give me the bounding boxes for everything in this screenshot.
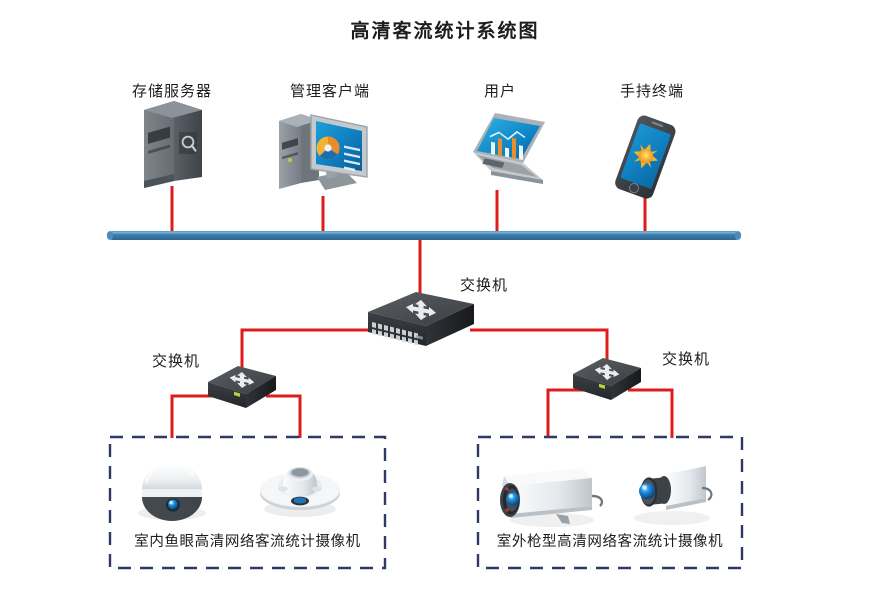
switch-label-right: 交换机: [662, 352, 711, 368]
node-label-storage-server: 存储服务器: [131, 84, 212, 100]
laptop-icon: [473, 113, 545, 184]
node-label-management-client: 管理客户端: [289, 84, 370, 100]
zone-label-indoor-fisheye: 室内鱼眼高清网络客流统计摄像机: [134, 534, 361, 550]
server-tower-icon: [144, 101, 202, 188]
outdoor-bullet-zone-box: [476, 435, 744, 570]
dome-camera-icon: [138, 463, 206, 521]
link-left-switch-to-fisheye: [266, 394, 302, 438]
link-right-switch-to-bullet: [546, 388, 588, 438]
smartphone-icon: [615, 115, 676, 199]
page-title: 高清客流统计系统图: [350, 21, 540, 42]
link-right-switch-to-box: [628, 388, 674, 438]
fisheye-camera-icon: [260, 467, 340, 517]
node-label-handheld-terminal: 手持终端: [619, 84, 684, 100]
network-backbone-bus: [106, 231, 742, 240]
network-switch-icon-core: [368, 292, 474, 346]
network-switch-icon-right: [573, 358, 641, 400]
link-core-to-right-switch: [470, 328, 609, 362]
link-core-to-left-switch: [240, 328, 372, 368]
bullet-camera-icon: [500, 468, 604, 527]
link-left-switch-to-dome: [170, 394, 224, 438]
sun-icon: [633, 143, 658, 169]
zone-label-outdoor-bullet: 室外枪型高清网络客流统计摄像机: [496, 534, 724, 550]
box-camera-icon: [634, 462, 713, 525]
link-lines: [170, 186, 674, 438]
node-label-user: 用户: [483, 84, 516, 100]
network-switch-icon-left: [208, 366, 276, 408]
desktop-pc-icon: [279, 114, 368, 190]
indoor-fisheye-zone-box: [108, 435, 387, 570]
switch-label-core: 交换机: [460, 278, 509, 294]
switch-label-left: 交换机: [152, 354, 201, 370]
